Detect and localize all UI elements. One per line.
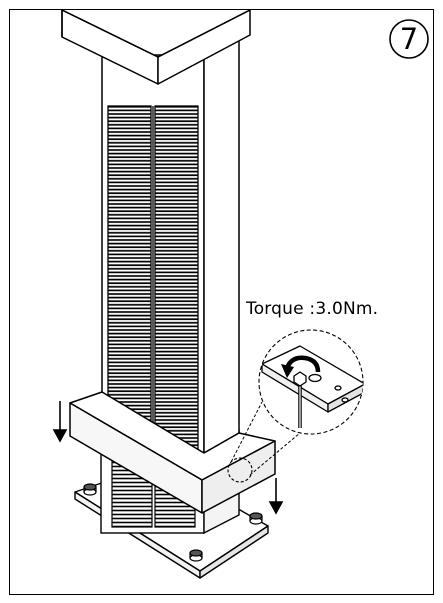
rotation-arrow-icon (283, 355, 321, 373)
torque-annotation: Torque :3.0Nm. (246, 299, 379, 319)
callout-leader (228, 401, 263, 467)
screw-location-marker (227, 457, 253, 483)
down-arrow-icon (268, 478, 284, 515)
torque-detail-callout (258, 329, 364, 435)
front-grille (107, 105, 199, 452)
anchor-bolt (249, 512, 263, 525)
base-collar (69, 391, 276, 514)
down-arrow-icon (52, 401, 68, 443)
rotation-arrow-head-icon (281, 364, 294, 378)
step-number: 7 (399, 22, 419, 56)
anchor-bolt (83, 483, 97, 496)
top-cap (61, 9, 251, 85)
step-number-circle (389, 19, 429, 59)
callout-leader (249, 432, 301, 476)
anchor-bolt (189, 549, 203, 562)
